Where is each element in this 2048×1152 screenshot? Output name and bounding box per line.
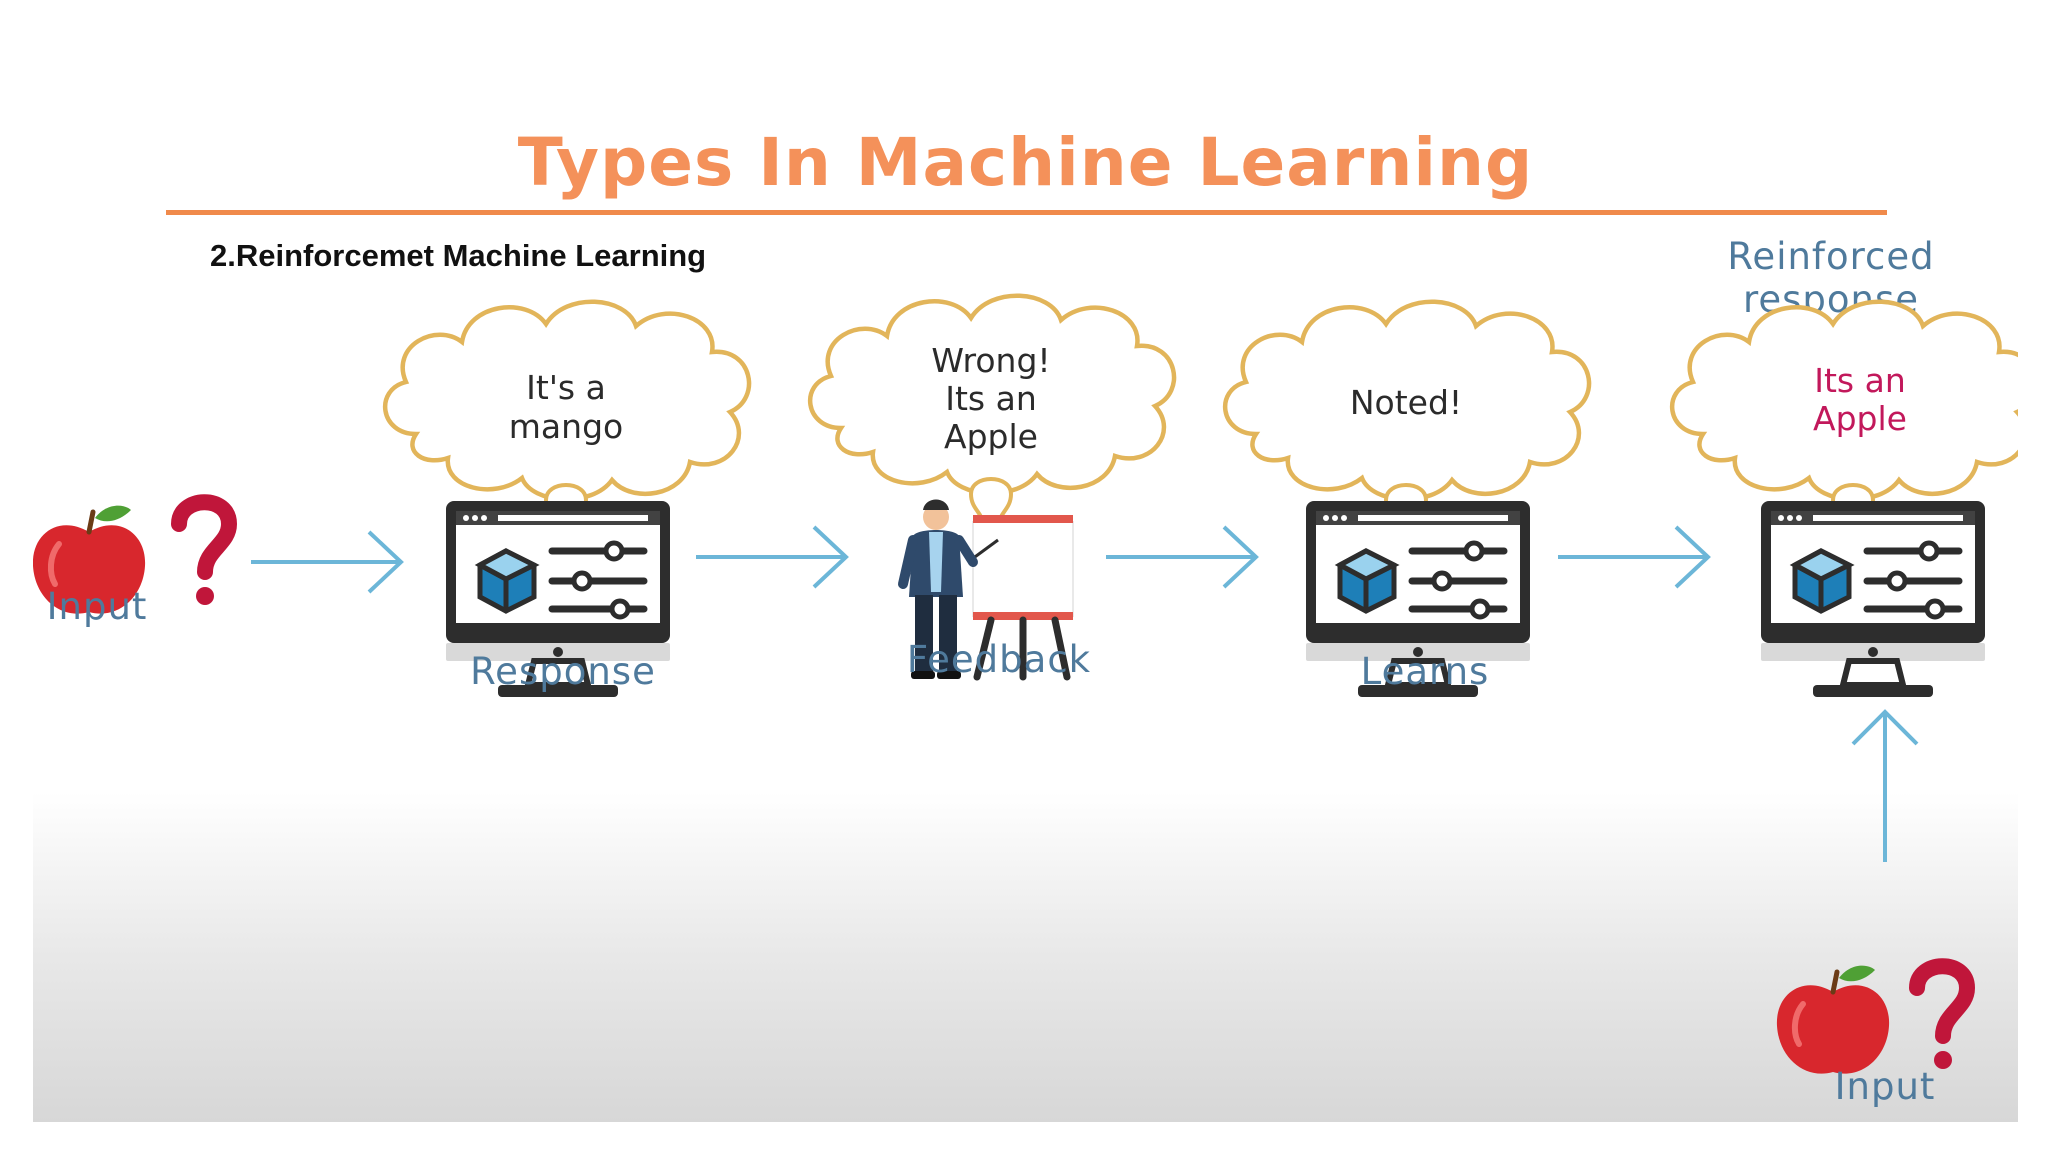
slide: Types In Machine Learning 2.Reinforcemet… — [33, 92, 2018, 1122]
response-label: Response — [470, 650, 656, 693]
bubble-feedback-line1: Wrong! — [931, 341, 1050, 380]
bubble-reinforced-line1: Its an — [1814, 361, 1906, 400]
question-mark-icon — [179, 502, 229, 605]
arrow-right-icon — [694, 525, 848, 589]
question-mark-icon — [1917, 966, 1967, 1069]
reinforcement-diagram: Input It's a mango Response Wrong! Its a… — [33, 235, 2018, 1108]
page-title: Types In Machine Learning — [517, 124, 1534, 201]
bubble-feedback-line2: Its an — [945, 379, 1037, 418]
bubble-feedback-line3: Apple — [944, 417, 1038, 456]
bubble-response-line2: mango — [509, 407, 623, 446]
title-divider — [166, 210, 1887, 215]
input-label: Input — [47, 585, 148, 628]
second-input-label: Input — [1835, 1065, 1936, 1108]
feedback-label: Feedback — [907, 638, 1091, 681]
bubble-response-line1: It's a — [526, 368, 606, 407]
bubble-reinforced-line2: Apple — [1813, 399, 1907, 438]
computer-monitor-icon — [1761, 501, 1985, 697]
arrow-up-icon — [1851, 709, 1919, 862]
bubble-learns: Noted! — [1350, 383, 1462, 422]
arrow-right-icon — [1556, 525, 1710, 589]
section-subtitle: 2.Reinforcemet Machine Learning — [210, 238, 707, 273]
reinforced-label-line1: Reinforced — [1727, 235, 1934, 278]
apple-icon — [1777, 966, 1889, 1074]
arrow-right-icon — [1104, 525, 1258, 589]
presenter-icon — [898, 499, 1074, 681]
arrow-right-icon — [249, 530, 403, 594]
learns-label: Learns — [1361, 650, 1490, 693]
